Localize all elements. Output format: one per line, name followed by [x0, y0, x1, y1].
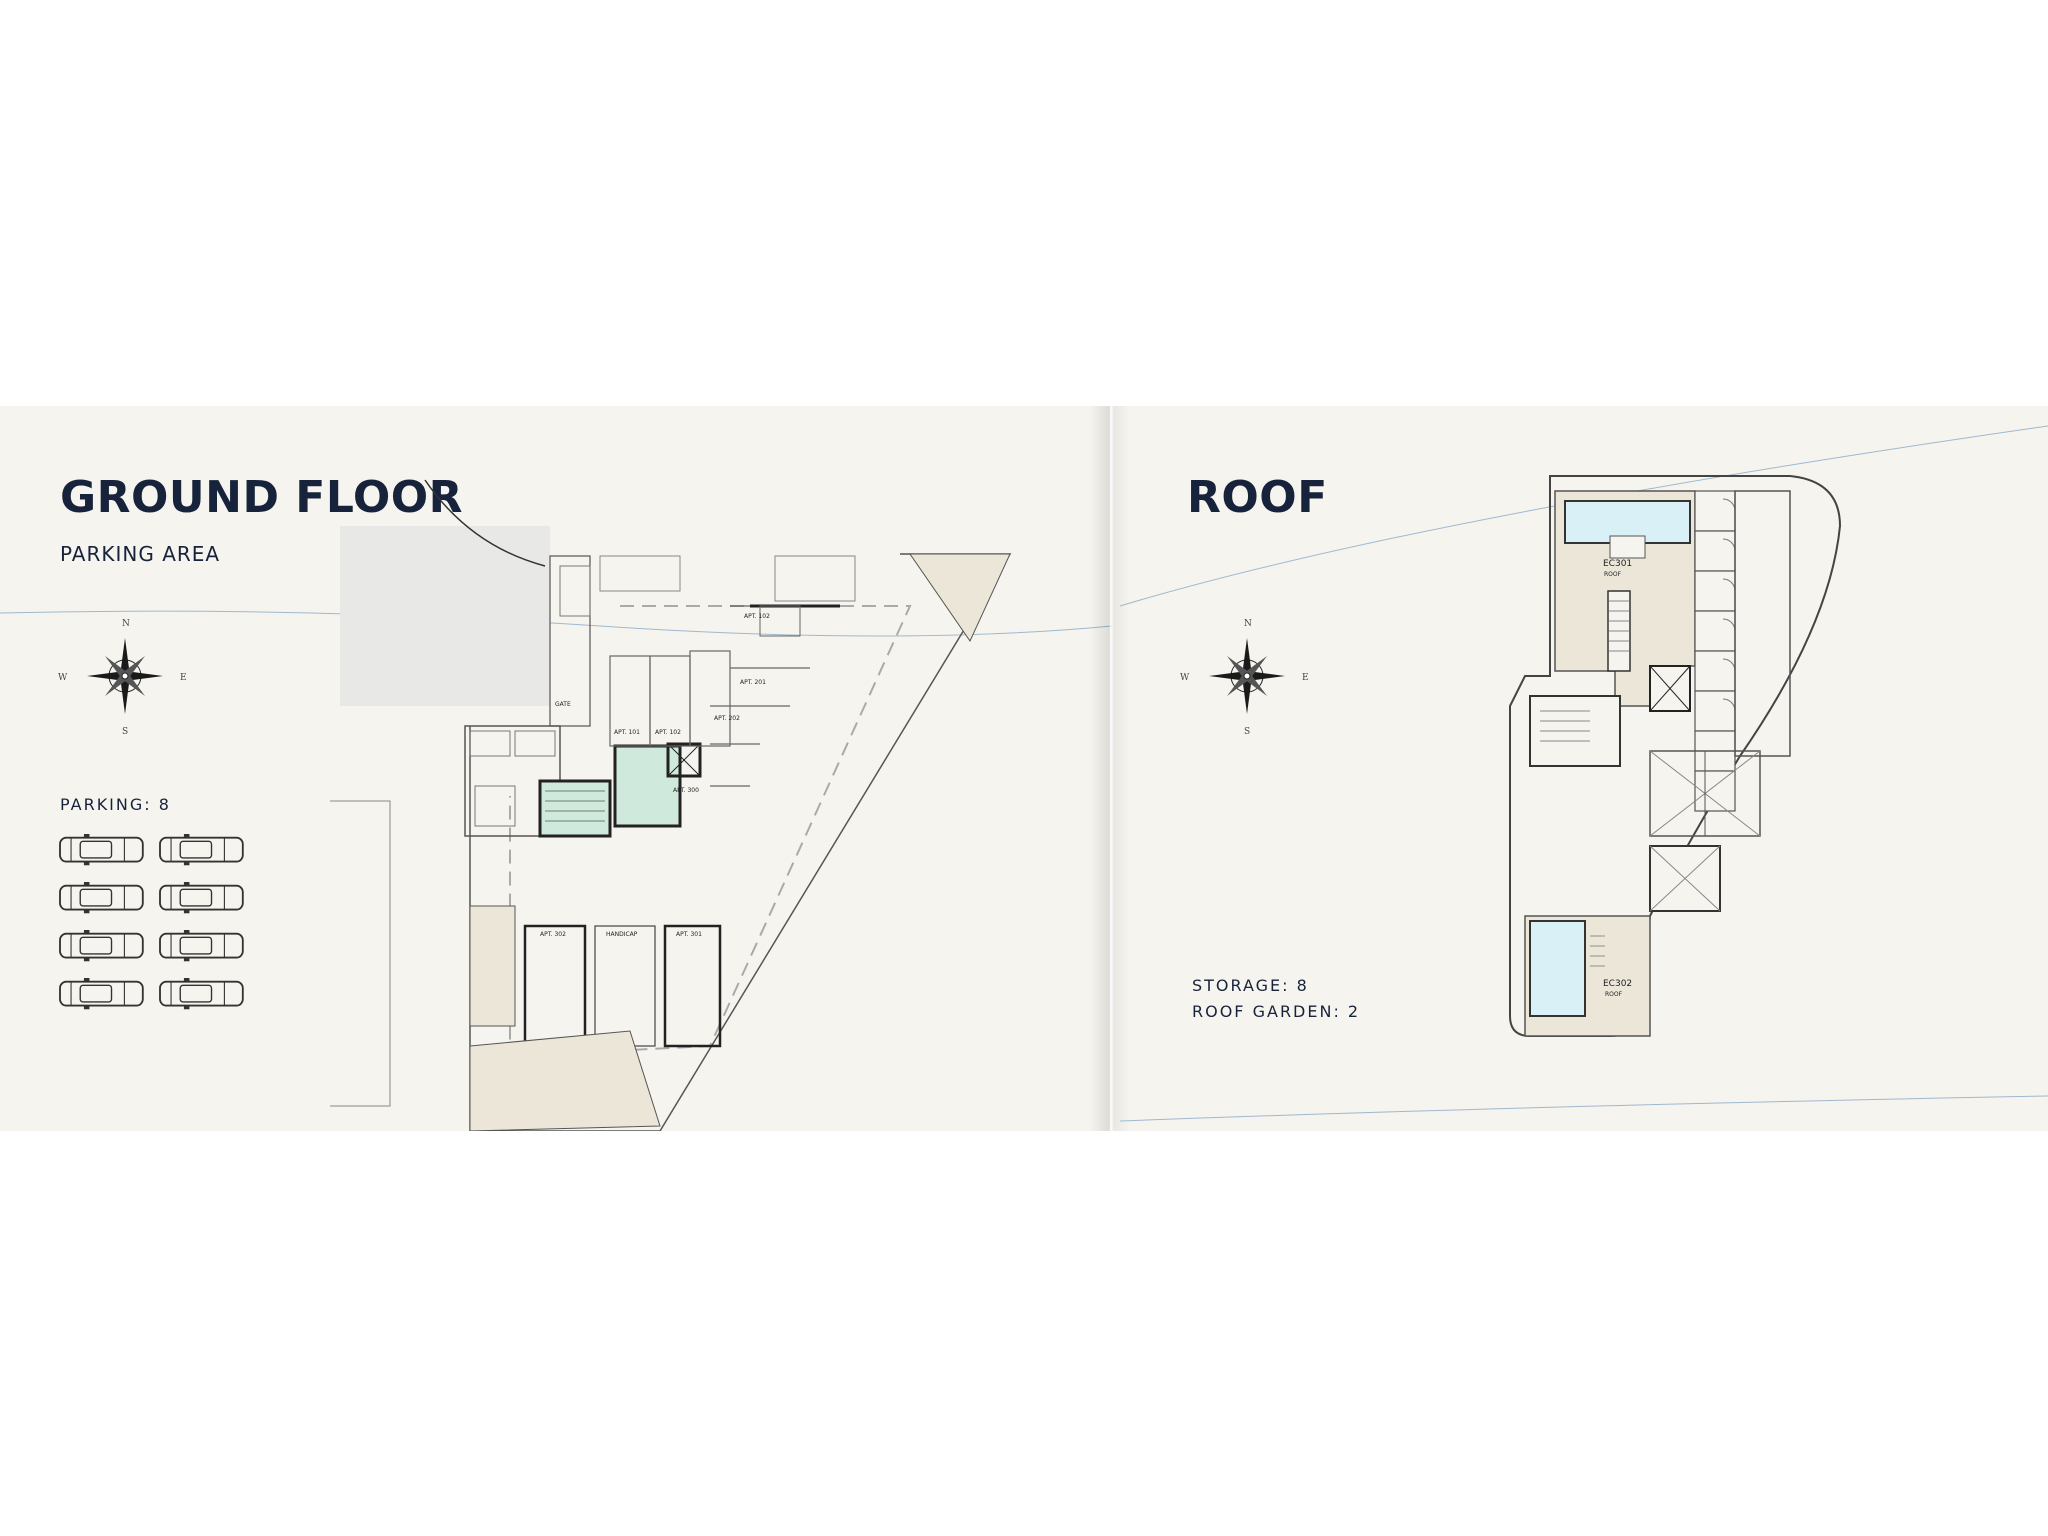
compass-w: W	[58, 673, 68, 683]
page-title: GROUND FLOOR	[60, 472, 464, 523]
contour-line-right	[1119, 425, 2048, 1122]
label-ec301: EC301	[1603, 559, 1632, 569]
label-apt-202: APT. 202	[714, 715, 740, 722]
label-apt-102: APT. 102	[655, 729, 681, 736]
page-subtitle: PARKING AREA	[60, 542, 221, 566]
compass-rose-icon: N S W E	[58, 619, 187, 737]
car-icon	[159, 977, 244, 1011]
compass-s: S	[122, 727, 128, 737]
car-icon	[59, 833, 144, 867]
roof-page: ROOF N S W E STORAGE: 8 ROOF GARDEN: 2	[1119, 406, 2048, 1131]
car-icon	[59, 929, 144, 963]
label-apt-102-top: APT. 102	[744, 613, 770, 620]
roof-plan: EC301 ROOF EC302 ROOF	[1509, 475, 1842, 1037]
label-apt-302: APT. 302	[540, 931, 566, 938]
roof-garden-count: ROOF GARDEN: 2	[1192, 1002, 1361, 1021]
car-icons-grid	[59, 833, 244, 1011]
car-icon	[159, 833, 244, 867]
page-title-roof: ROOF	[1187, 472, 1328, 523]
car-icon	[159, 881, 244, 915]
compass-s: S	[1244, 727, 1250, 737]
book-gutter	[1090, 406, 1130, 1131]
label-apt-101: APT. 101	[614, 729, 640, 736]
compass-n: N	[122, 619, 130, 629]
storage-rooms	[1694, 490, 1736, 812]
label-handicap: HANDICAP	[606, 931, 638, 938]
pool-bottom-icon	[1529, 920, 1586, 1017]
label-apt-301: APT. 301	[676, 931, 702, 938]
ground-floor-page: GROUND FLOOR PARKING AREA N S W E PARKIN…	[0, 406, 1113, 1131]
storage-count: STORAGE: 8	[1192, 976, 1309, 995]
compass-e: E	[1302, 673, 1309, 683]
stair-core	[613, 744, 682, 828]
car-icon	[159, 929, 244, 963]
compass-w: W	[1180, 673, 1190, 683]
compass-rose-icon: N S W E	[1180, 619, 1309, 737]
label-gate: GATE	[555, 701, 571, 708]
car-icon	[59, 881, 144, 915]
ground-floor-plan: APT. 102 APT. 201 APT. 101 APT. 102 APT.…	[330, 479, 1012, 1131]
label-apt-201: APT. 201	[740, 679, 766, 686]
parking-count: PARKING: 8	[60, 795, 171, 814]
label-ec302-sub: ROOF	[1605, 991, 1623, 998]
car-icon	[59, 977, 144, 1011]
label-apt-300: APT. 300	[673, 787, 699, 794]
neighbour-plot	[340, 526, 550, 706]
brochure-spread: GROUND FLOOR PARKING AREA N S W E PARKIN…	[0, 406, 2048, 1131]
compass-n: N	[1244, 619, 1252, 629]
label-ec302: EC302	[1603, 979, 1632, 989]
label-ec301-sub: ROOF	[1604, 571, 1622, 578]
landscape-wedge	[909, 553, 1011, 643]
compass-e: E	[180, 673, 187, 683]
